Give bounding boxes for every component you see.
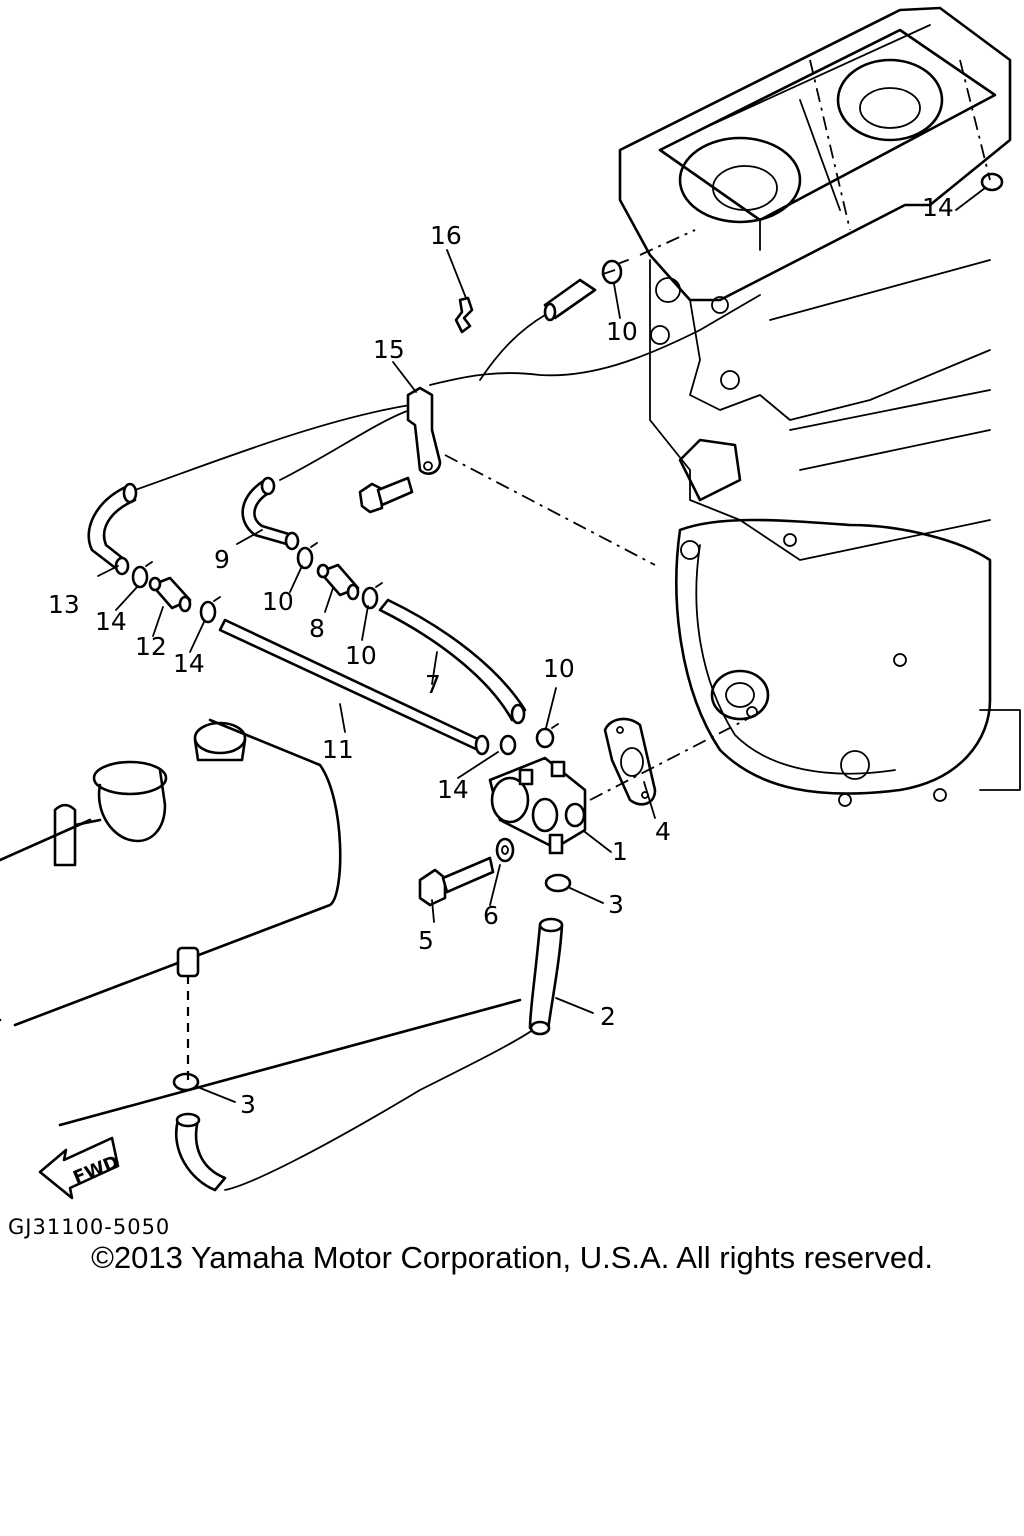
callout-14-pump: 14 bbox=[437, 775, 469, 804]
check-valve-12 bbox=[148, 576, 192, 613]
copyright-notice: ©2013 Yamaha Motor Corporation, U.S.A. A… bbox=[91, 1240, 933, 1275]
callout-9: 9 bbox=[214, 545, 230, 574]
figure-code: GJ31100-5050 bbox=[8, 1215, 170, 1239]
callout-11: 11 bbox=[322, 735, 354, 764]
leader-lines bbox=[97, 187, 986, 1103]
forward-arrow-icon: FWD bbox=[38, 1136, 122, 1200]
callout-12: 12 bbox=[135, 632, 167, 661]
oil-tank bbox=[0, 718, 522, 1127]
callout-10-upper: 10 bbox=[606, 317, 638, 346]
hose-2 bbox=[528, 917, 564, 1036]
hose-top bbox=[543, 278, 597, 322]
callout-1: 1 bbox=[612, 837, 628, 866]
callout-16: 16 bbox=[430, 221, 462, 250]
callout-6: 6 bbox=[483, 901, 499, 930]
bracket-15 bbox=[406, 386, 442, 475]
hose-lower bbox=[175, 1112, 227, 1192]
part-callouts: 16 10 14 15 9 13 14 12 14 10 8 10 11 7 1… bbox=[48, 193, 954, 1119]
clamp-16 bbox=[454, 296, 474, 334]
callout-3-lower: 3 bbox=[240, 1090, 256, 1119]
callout-8: 8 bbox=[309, 614, 325, 643]
hose-7 bbox=[378, 598, 527, 725]
engine-block bbox=[618, 6, 1012, 561]
callout-14-mid: 14 bbox=[173, 649, 205, 678]
hose-9 bbox=[241, 476, 300, 551]
bolt-5 bbox=[418, 856, 495, 907]
hose-13 bbox=[87, 482, 138, 576]
callout-14-right: 14 bbox=[922, 193, 954, 222]
callout-10-lower: 10 bbox=[345, 641, 377, 670]
hose-11 bbox=[218, 618, 490, 756]
callout-15: 15 bbox=[373, 335, 405, 364]
callout-5: 5 bbox=[418, 926, 434, 955]
bolt-15 bbox=[358, 476, 414, 514]
callout-10-pump: 10 bbox=[543, 654, 575, 683]
callout-10-mid: 10 bbox=[262, 587, 294, 616]
callout-2: 2 bbox=[600, 1002, 616, 1031]
stator-cover bbox=[675, 518, 1021, 807]
washer-6 bbox=[495, 837, 515, 863]
callout-14-left: 14 bbox=[95, 607, 127, 636]
hose-routing-lines bbox=[134, 229, 761, 1191]
callout-7: 7 bbox=[425, 670, 441, 699]
callout-3-upper: 3 bbox=[608, 890, 624, 919]
oil-pump-1 bbox=[488, 756, 587, 855]
callout-13: 13 bbox=[48, 590, 80, 619]
callout-4: 4 bbox=[655, 817, 671, 846]
check-valve-8 bbox=[316, 563, 360, 601]
gasket-4 bbox=[603, 717, 657, 806]
hose-clamps bbox=[131, 172, 1004, 1092]
